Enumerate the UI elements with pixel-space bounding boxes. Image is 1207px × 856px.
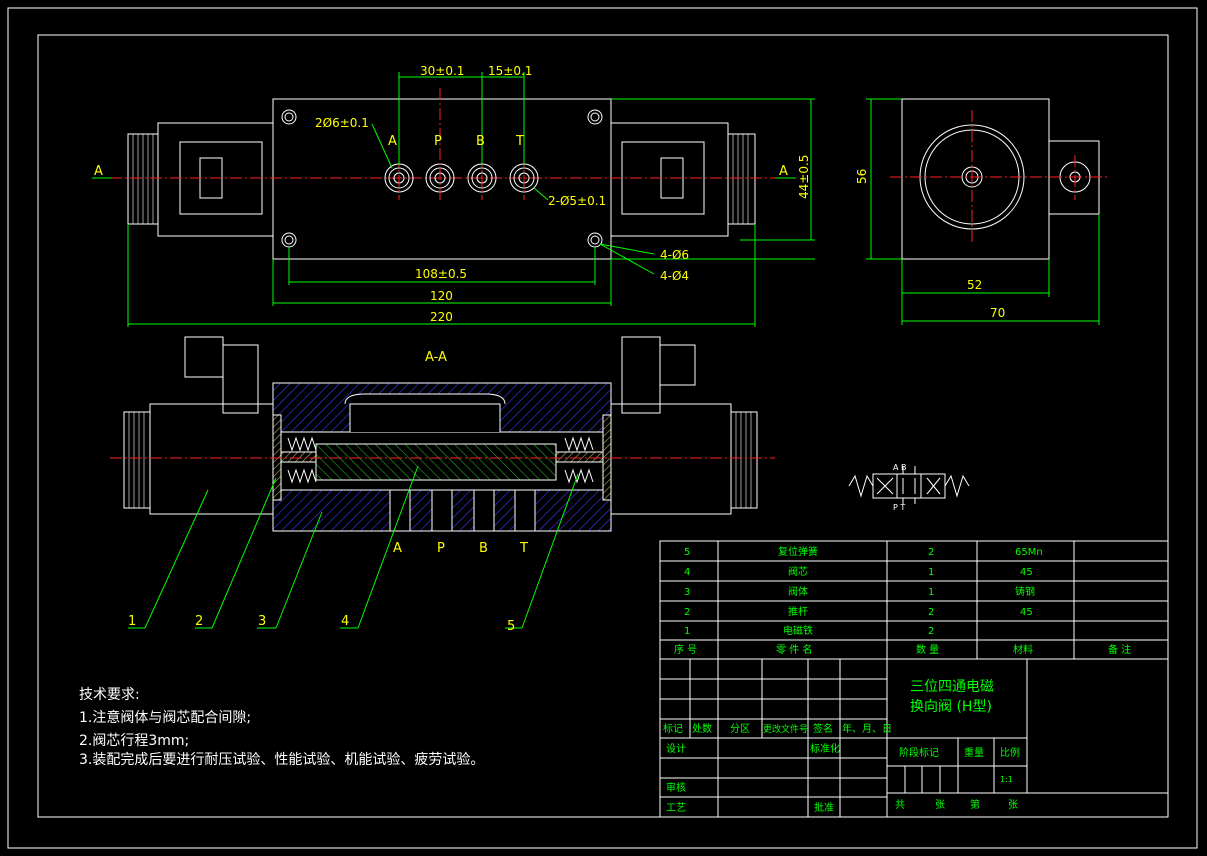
tb-gongyi: 工艺 (666, 802, 686, 814)
side-view (866, 98, 1110, 325)
bom-row-no: 2 (684, 607, 690, 618)
port-p-label: P (434, 134, 442, 149)
dim-108: 108±0.5 (415, 267, 467, 281)
bom-row-name: 阀芯 (788, 565, 808, 578)
notes-line-2: 2.阀芯行程3mm; (79, 733, 189, 749)
port-t-label: T (515, 134, 524, 149)
bom-row-mat: 45 (1020, 607, 1033, 618)
bom-row-qty: 1 (928, 567, 934, 578)
bom-header-note: 备 注 (1108, 643, 1131, 656)
tb-gong: 共 (895, 799, 905, 811)
notes-line-3: 3.装配完成后要进行耐压试验、性能试验、机能试验、疲劳试验。 (79, 751, 484, 768)
tb-scale: 1:1 (1000, 775, 1013, 784)
section-mark-left: A (94, 164, 103, 179)
tb-genggai: 更改文件号 (763, 723, 808, 735)
outer-border (7, 7, 1198, 849)
tb-di: 第 (970, 798, 980, 811)
notes-title: 技术要求: (79, 687, 140, 703)
bom-header-name: 零 件 名 (776, 643, 812, 656)
hydraulic-symbol (848, 466, 970, 504)
tb-zhongliang: 重量 (964, 746, 984, 759)
section-mark-right: A (779, 164, 788, 179)
tb-shenhe: 审核 (666, 781, 686, 794)
dim-30: 30±0.1 (420, 64, 464, 78)
dim-120: 120 (430, 289, 453, 303)
tb-bili: 比例 (1000, 746, 1020, 759)
notes-line-1: 1.注意阀体与阀芯配合间隙; (79, 709, 251, 726)
bom-row-name: 复位弹簧 (778, 545, 818, 558)
tb-zhang1: 张 (935, 799, 945, 811)
dim-4o6: 4-Ø6 (660, 248, 689, 262)
front-dimensions (92, 72, 815, 327)
drawing-title-1: 三位四通电磁 (910, 679, 994, 695)
bom-row-qty: 2 (928, 607, 934, 618)
tb-fenqu: 分区 (730, 723, 750, 735)
bom-row-qty: 2 (928, 626, 934, 637)
title-block (659, 658, 1169, 818)
front-view (110, 88, 775, 260)
dim-44: 44±0.5 (797, 155, 811, 199)
bom-row-mat: 铸钢 (1015, 585, 1035, 598)
dim-15: 15±0.1 (488, 64, 532, 78)
bom-row-name: 电磁铁 (783, 624, 813, 637)
bom-row-name: 推杆 (788, 605, 808, 618)
dim-2o5: 2-Ø5±0.1 (548, 194, 606, 208)
port-a-label: A (388, 134, 397, 149)
tb-qianming: 签名 (813, 722, 833, 735)
tb-biaozhunhua: 标准化 (810, 742, 840, 755)
section-port-t: T (519, 541, 528, 556)
section-title: A-A (425, 350, 447, 365)
bom-row-qty: 2 (928, 547, 934, 558)
balloon-2: 2 (195, 614, 203, 629)
balloon-4: 4 (341, 614, 349, 629)
bom-row-no: 1 (684, 626, 690, 637)
dim-2o6: 2Ø6±0.1 (315, 116, 369, 130)
bom-header-qty: 数 量 (916, 643, 939, 656)
balloon-1: 1 (128, 614, 136, 629)
section-port-a: A (393, 541, 402, 556)
symbol-top-label: A B (893, 463, 907, 472)
tb-biaoji: 标记 (663, 723, 683, 735)
bom-row-qty: 1 (928, 587, 934, 598)
dim-56: 56 (855, 169, 869, 184)
section-view (110, 336, 775, 629)
section-port-b: B (479, 541, 488, 556)
dim-70: 70 (990, 306, 1005, 320)
tb-jieduan: 阶段标记 (899, 746, 939, 759)
bom-row-mat: 65Mn (1015, 547, 1043, 558)
balloon-3: 3 (258, 614, 266, 629)
section-port-p: P (437, 541, 445, 556)
bom-row-no: 4 (684, 567, 690, 578)
tb-pizhun: 批准 (814, 801, 834, 814)
bom-row-no: 3 (684, 587, 690, 598)
symbol-bottom-label: P T (893, 503, 905, 512)
tb-chushu: 处数 (692, 722, 712, 735)
bom-header-no: 序 号 (674, 643, 697, 656)
tb-sheji: 设计 (666, 742, 686, 755)
port-b-label: B (476, 134, 485, 149)
tb-date: 年、月、日 (842, 722, 892, 735)
dim-4o4: 4-Ø4 (660, 269, 689, 283)
drawing-title-2: 换向阀 (H型) (910, 698, 992, 715)
bom-table (659, 540, 1169, 660)
balloon-5: 5 (507, 619, 515, 634)
dim-52: 52 (967, 278, 982, 292)
bom-row-mat: 45 (1020, 567, 1033, 578)
bom-row-name: 阀体 (788, 585, 808, 598)
dim-220: 220 (430, 310, 453, 324)
inner-border (37, 34, 1169, 818)
bom-row-no: 5 (684, 547, 690, 558)
tb-zhang2: 张 (1008, 799, 1018, 811)
bom-header-mat: 材料 (1013, 643, 1033, 656)
